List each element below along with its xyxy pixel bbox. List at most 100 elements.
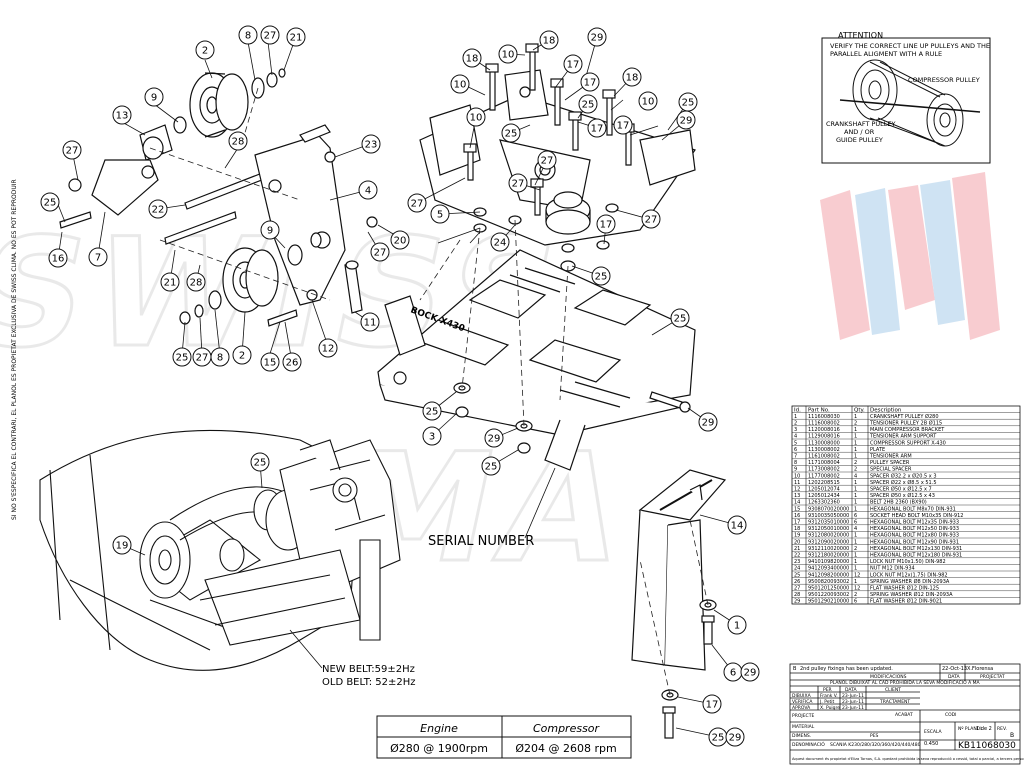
bom-cell: HEXAGONAL BOLT M12x180 DIN-931	[870, 553, 962, 559]
callout-29: 29	[740, 662, 760, 682]
bom-cell: 9310035050000	[808, 513, 849, 519]
callout-5: 5	[430, 204, 450, 224]
callout-number: 8	[217, 353, 223, 364]
callout-13: 13	[112, 105, 132, 125]
bom-cell: 1130008000	[808, 440, 840, 446]
scale-value: 0.450	[924, 741, 938, 747]
callout-28: 28	[186, 272, 206, 292]
bom-cell: NUT M12 DIN-934	[870, 566, 915, 572]
callout-number: 25	[505, 129, 518, 140]
callout-25: 25	[578, 94, 598, 114]
callout-number: 27	[66, 146, 79, 157]
callout-number: 25	[595, 272, 608, 283]
title-block-field: APROVA	[792, 705, 811, 711]
callout-27: 27	[407, 193, 427, 213]
title-block-field: Nº PLANOL	[958, 726, 983, 732]
bom-cell: 23	[794, 559, 800, 565]
callout-number: 17	[567, 60, 580, 71]
callout-25: 25	[422, 401, 442, 421]
bom-cell: 25	[794, 572, 800, 578]
callout-number: 18	[466, 54, 479, 65]
bom-cell: SPACER Ø50 x Ø12.5 x 43	[870, 492, 935, 499]
callout-7: 7	[88, 247, 108, 267]
bom-cell: 7	[794, 454, 797, 460]
title-block-field: PER	[823, 687, 832, 693]
denomination: SCANIA K230/280/320/360/420/440/480	[830, 742, 921, 748]
title-block-field: ESCALA	[924, 729, 943, 735]
callout-23: 23	[361, 134, 381, 154]
callout-number: 10	[642, 97, 655, 108]
callout-2: 2	[195, 40, 215, 60]
title-block	[789, 663, 1021, 765]
callout-number: 25	[426, 407, 439, 418]
crankshaft-label-2: AND / OR	[844, 128, 875, 136]
bom-cell: 6	[854, 520, 857, 526]
bom-cell: 9312110020000	[808, 546, 849, 552]
callout-25: 25	[40, 192, 60, 212]
callout-number: 7	[95, 253, 101, 264]
callout-number: 25	[44, 198, 57, 209]
callout-12: 12	[318, 338, 338, 358]
callout-19: 19	[112, 535, 132, 555]
callout-number: 14	[731, 521, 744, 532]
callout-number: 29	[680, 116, 693, 127]
bom-cell: 22	[794, 553, 800, 559]
bom-cell: 28	[794, 592, 800, 598]
callout-21: 21	[286, 27, 306, 47]
old-belt-label: OLD BELT: 52±2Hz	[322, 677, 416, 688]
bom-cell: HEXAGONAL BOLT M12x35 DIN-933	[870, 520, 959, 526]
revision-author: X.Florensa	[967, 666, 993, 672]
bom-cell: SPRING WASHER Ø8 DIN-2093A	[870, 578, 950, 585]
bom-cell: 1	[854, 579, 857, 585]
title-block-field: DATA	[845, 687, 858, 693]
bom-cell: 1	[794, 414, 797, 420]
callout-29: 29	[676, 110, 696, 130]
callout-number: 19	[116, 541, 129, 552]
callout-29: 29	[484, 428, 504, 448]
bom-cell: 20	[794, 539, 800, 545]
callout-17: 17	[613, 115, 633, 135]
bom-cell: 2	[794, 421, 797, 427]
bom-cell: 1263302360	[808, 500, 840, 506]
callout-3: 3	[422, 426, 442, 446]
callout-number: 27	[411, 199, 424, 210]
callout-18: 18	[622, 67, 642, 87]
bom-cell: TENSIONER PULLEY 2B Ø115	[869, 420, 942, 427]
callout-9: 9	[260, 220, 280, 240]
bom-cell: MAIN COMPRESSOR BRACKET	[870, 427, 945, 433]
bom-cell: HEXAGONAL BOLT M12x80 DIN-933	[870, 533, 959, 539]
callout-number: 25	[582, 100, 595, 111]
tensioner-assembly	[59, 68, 378, 327]
callout-number: 2	[202, 46, 208, 57]
callout-20: 20	[390, 230, 410, 250]
callout-17: 17	[563, 54, 583, 74]
bom-cell: 9	[794, 467, 797, 473]
bom-cell: 6	[794, 447, 797, 453]
drawn-by: Frank V.	[820, 693, 838, 699]
bom-cell: TENSIONER ARM	[869, 454, 912, 460]
callout-number: 25	[674, 314, 687, 325]
title-block-field: DENOMINACIÓ	[792, 741, 825, 748]
bom-cell: 14	[794, 500, 800, 506]
bom-cell: CRANKSHAFT PULLEY Ø280	[870, 413, 939, 420]
callout-number: 2	[239, 351, 245, 362]
bolt-washer-stack	[661, 599, 717, 739]
callout-number: 27	[264, 31, 277, 42]
bom-cell: 12	[854, 586, 860, 592]
bom-cell: 1	[854, 447, 857, 453]
speed-table	[376, 715, 632, 759]
main-compressor-bracket	[377, 249, 696, 471]
bom-cell: 18	[794, 526, 800, 532]
bom-cell: 9312180020000	[808, 553, 849, 559]
